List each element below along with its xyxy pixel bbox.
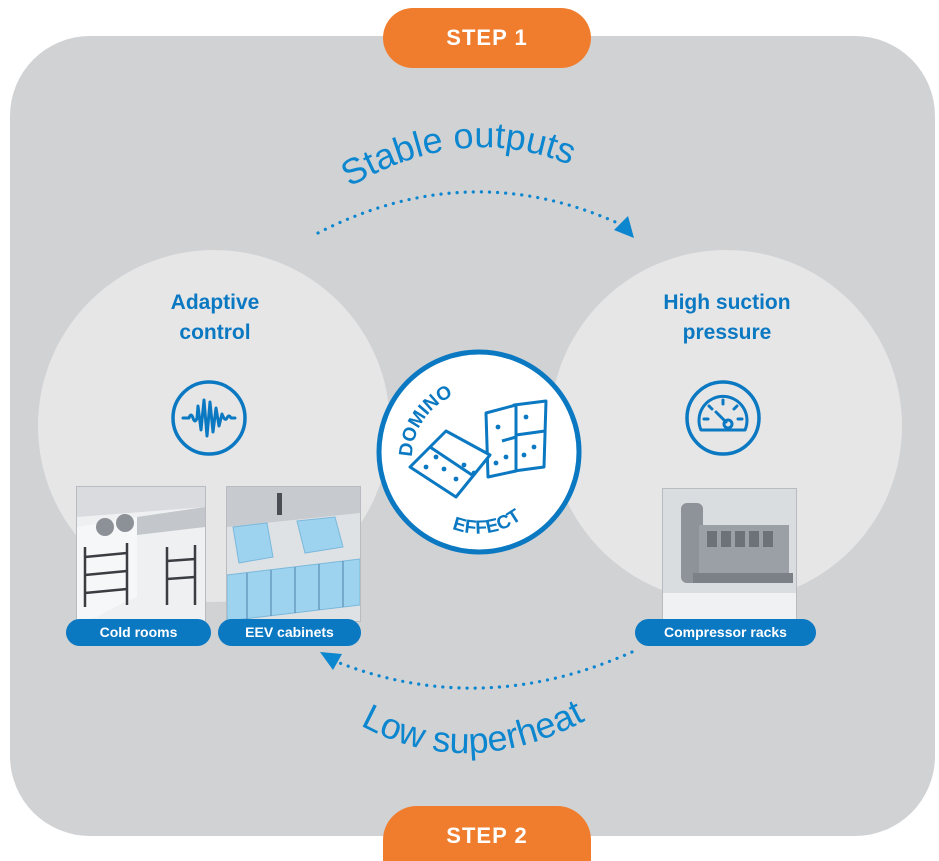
right-title-line-2: pressure [682,321,772,344]
domino-effect-badge: DOMINO EFFECT [376,349,582,555]
eev-cabinets-photo [226,486,361,622]
domino-tiles-icon [408,399,548,499]
eev-cabinet-illustration [227,487,360,621]
domino-pips [423,414,537,482]
compressor-rack-illustration [663,489,796,621]
right-node-title: High suction pressure [612,288,842,348]
step-1-badge: STEP 1 [383,8,591,68]
left-node-title: Adaptive control [130,288,300,348]
step-2-badge: STEP 2 [383,806,591,861]
left-title-line-2: control [179,321,251,344]
compressor-racks-photo [662,488,797,622]
compressor-racks-label: Compressor racks [635,619,816,646]
eev-cabinets-label: EEV cabinets [218,619,361,646]
right-title-line-1: High suction [663,291,791,314]
step-2-label: STEP 2 [446,823,528,848]
waveform-icon [171,380,247,456]
cold-room-illustration [77,487,205,621]
left-title-line-1: Adaptive [170,291,260,314]
gauge-icon [685,380,761,456]
step-1-label: STEP 1 [446,25,528,50]
cold-rooms-photo [76,486,206,622]
cold-rooms-label: Cold rooms [66,619,211,646]
